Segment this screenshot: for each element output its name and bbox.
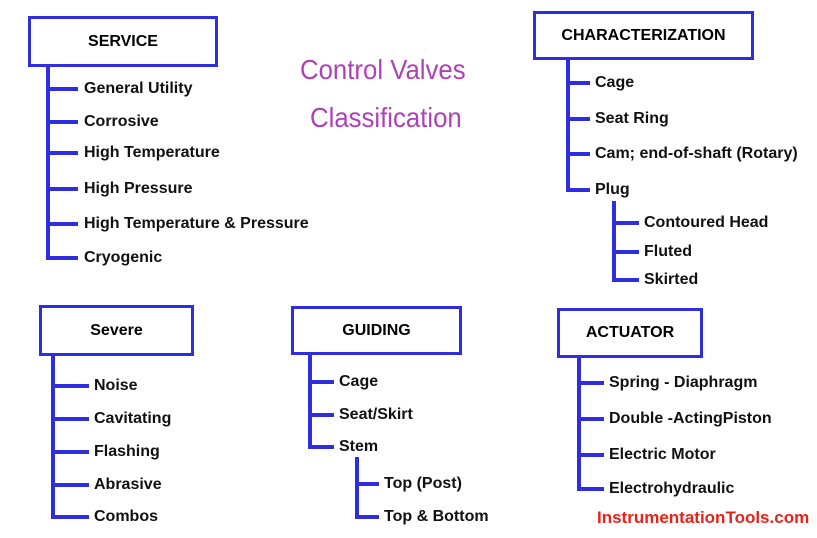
service-item-4: High Pressure — [84, 180, 193, 197]
guiding-item-2: Seat/Skirt — [339, 406, 413, 423]
characterization-item-3: Cam; end-of-shaft (Rotary) — [595, 145, 798, 162]
guiding-box: GUIDING — [291, 306, 462, 355]
plug-item-2: Fluted — [644, 243, 692, 260]
service-item-3: High Temperature — [84, 144, 220, 161]
severe-item-3: Flashing — [94, 443, 160, 460]
service-item-2: Corrosive — [84, 113, 159, 130]
characterization-item-1: Cage — [595, 74, 635, 91]
stem-item-2: Top & Bottom — [384, 508, 489, 525]
watermark: InstrumentationTools.com — [597, 508, 810, 527]
severe-item-4: Abrasive — [94, 476, 162, 493]
service-item-1: General Utility — [84, 80, 193, 97]
service-item-6: Cryogenic — [84, 249, 163, 266]
diagram-title-line1: Control Valves — [300, 54, 466, 85]
characterization-item-4: Plug — [595, 181, 630, 198]
characterization-item-2: Seat Ring — [595, 110, 669, 127]
service-item-5: High Temperature & Pressure — [84, 215, 309, 232]
severe-item-2: Cavitating — [94, 410, 172, 427]
guiding-item-3: Stem — [339, 438, 379, 455]
service-box: SERVICE — [28, 16, 218, 67]
actuator-item-3: Electric Motor — [609, 446, 716, 463]
severe-item-1: Noise — [94, 377, 138, 394]
severe-box: Severe — [39, 305, 194, 356]
plug-item-3: Skirted — [644, 271, 699, 288]
actuator-item-1: Spring - Diaphragm — [609, 374, 758, 391]
stem-item-1: Top (Post) — [384, 475, 462, 492]
actuator-item-4: Electrohydraulic — [609, 480, 735, 497]
severe-item-5: Combos — [94, 508, 158, 525]
actuator-item-2: Double -ActingPiston — [609, 410, 772, 427]
plug-item-1: Contoured Head — [644, 214, 769, 231]
actuator-box: ACTUATOR — [557, 308, 703, 358]
diagram-title-line2: Classification — [310, 102, 462, 133]
characterization-box: CHARACTERIZATION — [533, 11, 754, 60]
guiding-item-1: Cage — [339, 373, 379, 390]
